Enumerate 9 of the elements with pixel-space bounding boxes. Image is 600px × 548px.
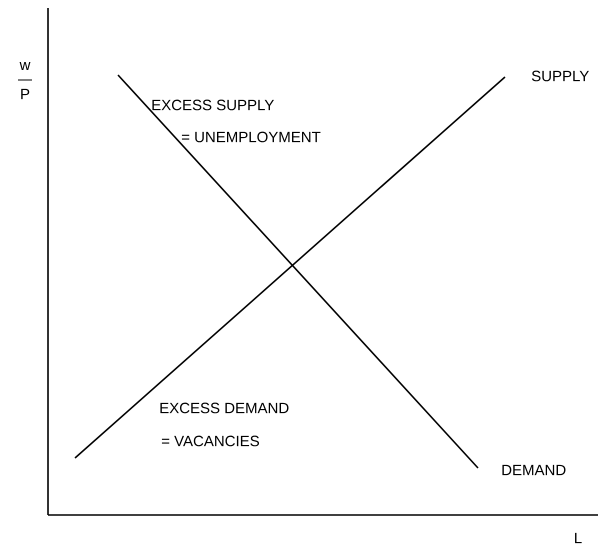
axis-label: P [21,88,30,100]
axis-label: = UNEMPLOYMENT [182,132,320,142]
axis-label: L [575,532,582,544]
axis-label: DEMAND [502,464,566,476]
axis-label: SUPPLY [532,70,589,82]
axis-label: EXCESS SUPPLY [152,100,274,110]
axis-label: EXCESS DEMAND [160,402,288,414]
axis-label: w [20,62,30,70]
axis-label: = VACANCIES [162,436,260,446]
